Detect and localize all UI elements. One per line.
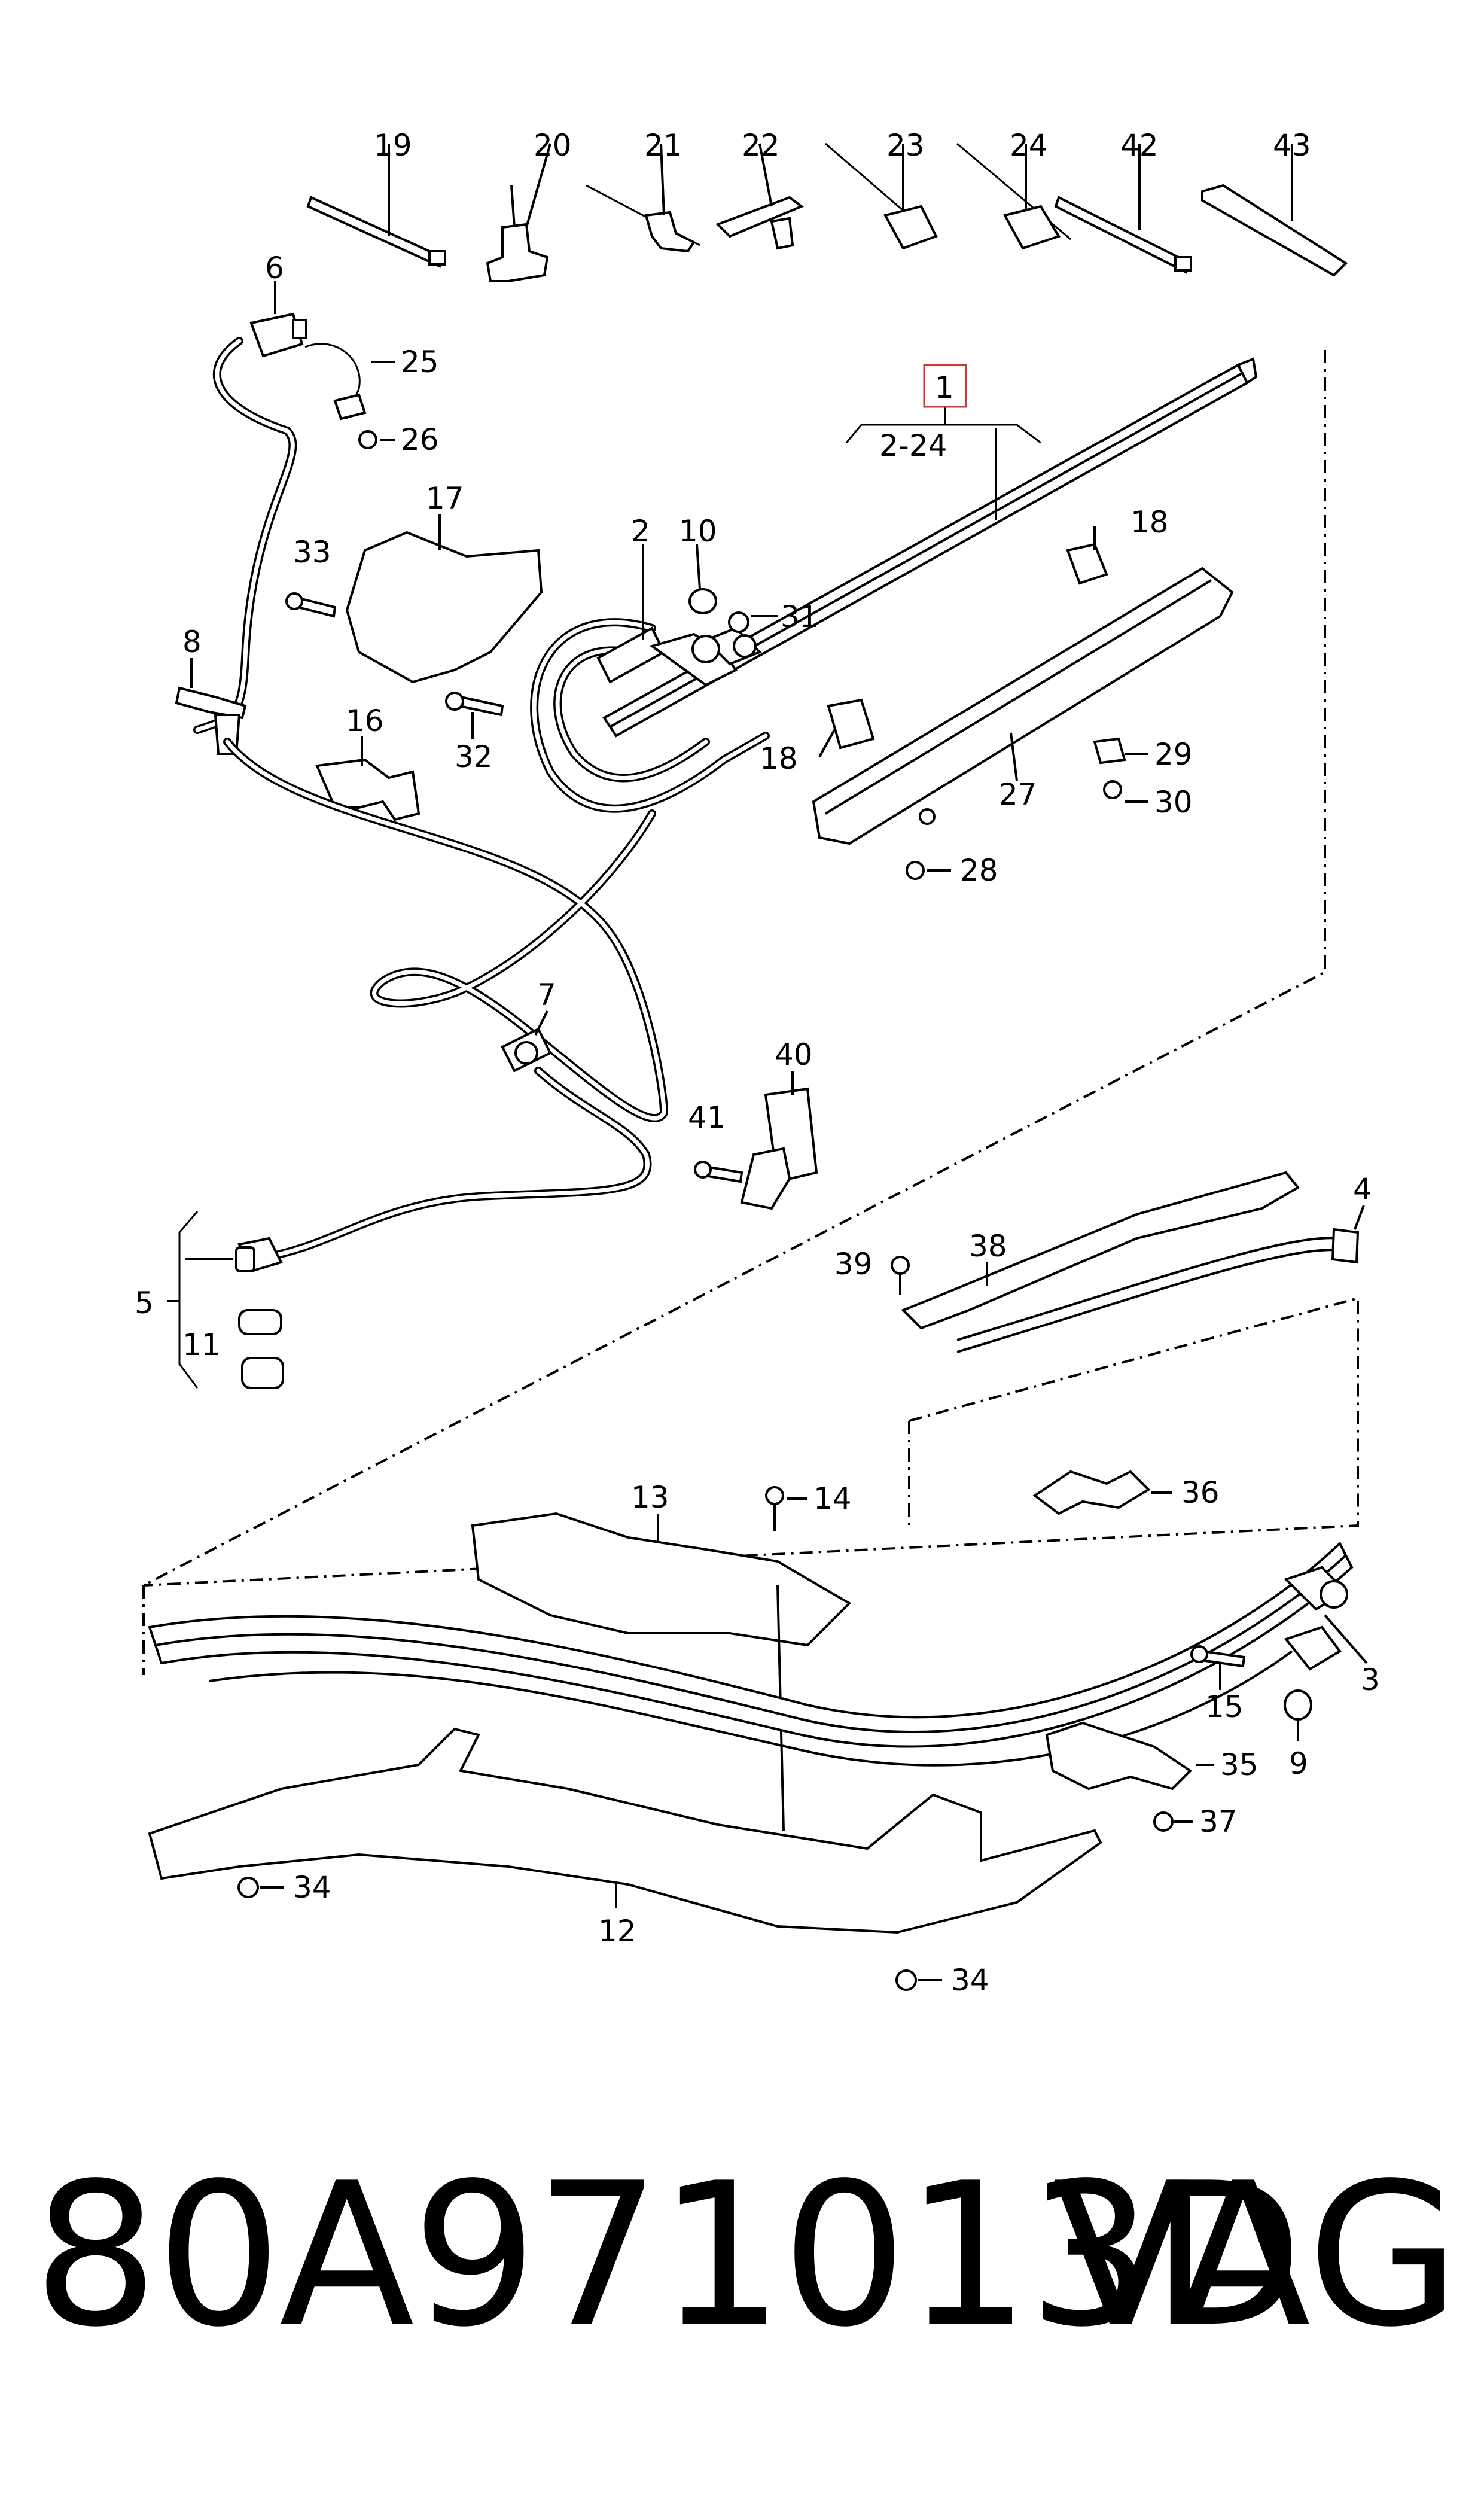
screw-32 xyxy=(445,692,504,739)
screw-26 xyxy=(358,430,395,449)
callout-highlight-box xyxy=(923,364,967,408)
bracket-36 xyxy=(1032,1470,1172,1515)
seal-9 xyxy=(1284,1689,1312,1741)
cable-tie-24 xyxy=(956,142,1071,250)
callout-9: 9 xyxy=(1289,1746,1308,1781)
heat-shield-12 xyxy=(148,1727,1102,1934)
screw-39 xyxy=(891,1256,910,1295)
pipe-4 xyxy=(956,1205,1365,1353)
callout-24: 24 xyxy=(1010,128,1048,163)
screw-15 xyxy=(1190,1645,1246,1690)
sensor-7 xyxy=(265,1010,652,1260)
callout-40: 40 xyxy=(775,1037,813,1072)
clip-22 xyxy=(715,143,804,250)
screw-30 xyxy=(1103,780,1148,803)
callout-18a: 18 xyxy=(1130,505,1169,540)
callout-11: 11 xyxy=(182,1327,221,1362)
callout-27: 27 xyxy=(999,777,1037,812)
hose-coil-2 xyxy=(530,544,770,813)
callout-7: 7 xyxy=(537,978,556,1012)
callout-39: 39 xyxy=(834,1247,873,1281)
callout-30: 30 xyxy=(1154,785,1193,820)
screw-14 xyxy=(765,1486,807,1531)
cable-tie-19 xyxy=(306,144,446,268)
callout-labels: 1 2-24 2 3 4 5 6 7 8 9 10 11 12 13 14 15… xyxy=(135,128,1380,1998)
bracket-8 xyxy=(175,658,247,755)
callout-34a: 34 xyxy=(293,1870,331,1905)
callout-36: 36 xyxy=(1181,1475,1220,1510)
bracket-40 xyxy=(740,1071,818,1210)
cap-11 xyxy=(238,1309,284,1389)
callout-32: 32 xyxy=(455,739,493,774)
callout-8: 8 xyxy=(182,625,202,659)
callout-34b: 34 xyxy=(951,1963,989,1998)
callout-3: 3 xyxy=(1361,1663,1380,1697)
holder-18b xyxy=(818,698,875,757)
heat-shield-38 xyxy=(901,1171,1300,1330)
callout-15: 15 xyxy=(1205,1689,1244,1724)
seal-ring-10 xyxy=(688,544,717,614)
callout-17: 17 xyxy=(426,481,464,516)
callout-29: 29 xyxy=(1154,737,1193,772)
harness-25 xyxy=(304,343,395,421)
clip-21 xyxy=(586,143,700,253)
line-assembly-1 xyxy=(602,357,1258,738)
holder-20 xyxy=(486,143,551,282)
callout-25: 25 xyxy=(401,345,439,379)
callout-6: 6 xyxy=(265,251,284,285)
callout-12: 12 xyxy=(598,1914,636,1948)
sensor-wire-main xyxy=(223,738,669,1123)
callout-43: 43 xyxy=(1273,128,1311,163)
screw-33 xyxy=(285,592,337,618)
nut-34a xyxy=(237,1877,284,1898)
callout-19: 19 xyxy=(374,128,412,163)
screw-41 xyxy=(694,1161,743,1183)
callout-20: 20 xyxy=(534,128,572,163)
callout-2-24: 2-24 xyxy=(879,428,947,463)
exploded-parts-diagram: 1 2-24 2 3 4 5 6 7 8 9 10 11 12 13 14 15… xyxy=(135,128,1380,1998)
callout-37: 37 xyxy=(1199,1804,1238,1839)
connector-5 xyxy=(167,1211,283,1389)
callout-23: 23 xyxy=(886,128,925,163)
screw-28 xyxy=(906,861,951,880)
callout-1: 1 xyxy=(935,370,954,405)
protective-sleeve-43 xyxy=(1201,144,1348,277)
callout-10: 10 xyxy=(679,514,717,549)
heat-shield-17 xyxy=(345,514,543,684)
cable-tie-42 xyxy=(1054,144,1192,274)
footer: 80A971013D VAG xyxy=(0,2130,1484,2381)
callout-5: 5 xyxy=(135,1286,154,1320)
callout-21: 21 xyxy=(644,128,682,163)
callout-41: 41 xyxy=(688,1100,726,1135)
callout-33: 33 xyxy=(293,535,331,570)
callout-2: 2 xyxy=(631,514,650,549)
callout-42: 42 xyxy=(1120,128,1159,163)
callout-13: 13 xyxy=(631,1480,669,1515)
sensor-wire-6 xyxy=(193,281,307,734)
callout-28: 28 xyxy=(960,853,998,888)
callout-14: 14 xyxy=(813,1481,852,1516)
connector-3 xyxy=(1284,1566,1368,1671)
cable-tie-23 xyxy=(825,142,938,250)
nut-31 xyxy=(728,611,778,633)
callout-18b: 18 xyxy=(760,741,798,776)
callout-38: 38 xyxy=(969,1229,1007,1263)
clip-29 xyxy=(1093,737,1148,765)
holder-35 xyxy=(1045,1721,1214,1791)
callout-16: 16 xyxy=(346,704,384,738)
callout-26: 26 xyxy=(401,422,439,457)
nut-34b xyxy=(895,1969,942,1991)
callout-22: 22 xyxy=(742,128,780,163)
part-number: 80A971013D xyxy=(33,2141,1303,2370)
callout-31: 31 xyxy=(781,599,819,634)
pipe-27 xyxy=(812,567,1234,845)
holder-18a xyxy=(1066,526,1108,585)
brand-label: VAG xyxy=(1053,2141,1460,2370)
callout-4: 4 xyxy=(1353,1172,1372,1207)
nut-37 xyxy=(1153,1811,1193,1832)
callout-35: 35 xyxy=(1220,1747,1258,1782)
